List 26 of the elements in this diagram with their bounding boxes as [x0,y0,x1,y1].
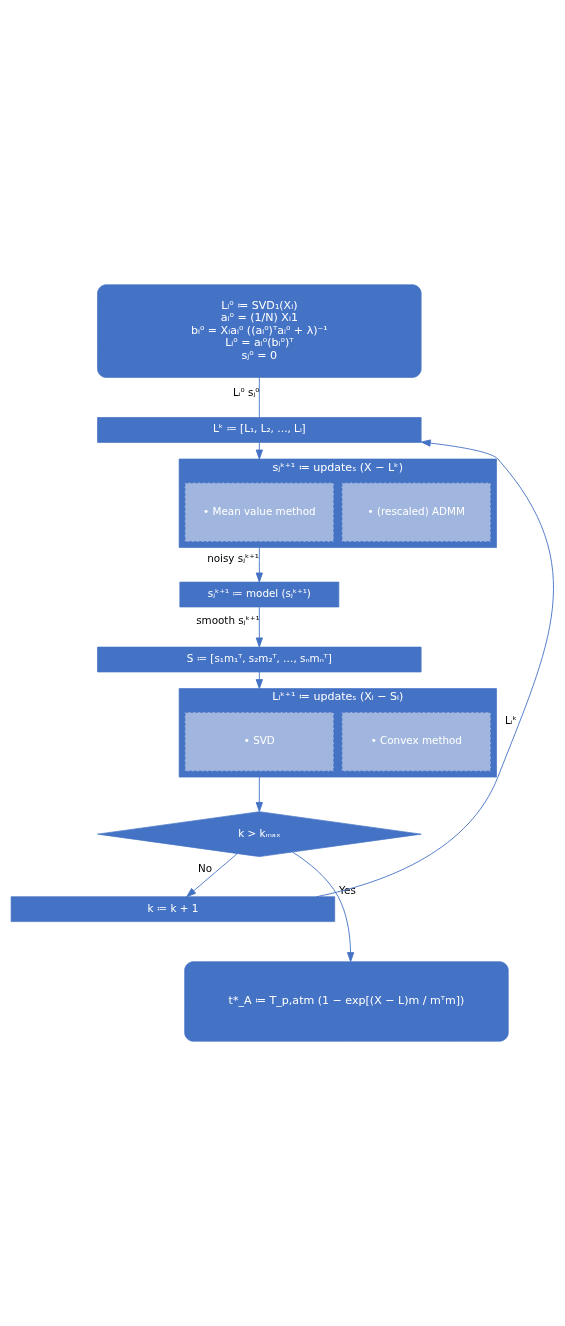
node-box: • Mean value method [183,481,335,543]
edge-label: Lᵢᵏ [504,714,517,727]
arrow [255,671,263,690]
edge-label: No [197,861,212,874]
node-box: Lᵢ⁰ ≔ SVD₁(Xᵢ) aᵢ⁰ = (1/N) Xᵢ1 bᵢ⁰ = Xᵢaᵢ⁰ ((aᵢ⁰)ᵀaᵢ⁰ + λ)⁻¹ Lᵢ⁰ = aᵢ⁰(bᵢ⁰)ᵀ sⱼ⁰ = 0 [97,284,422,378]
node-diamond: k > kₘₐₓ [97,811,422,857]
edge-label: Yes [339,884,356,897]
arrow [255,606,263,648]
node-box: sⱼᵏ⁺¹ ≔ model (sⱼᵏ⁺¹) [179,581,340,608]
arrow [255,547,263,583]
node-box: k ≔ k + 1 [10,896,336,922]
arrow [255,776,263,812]
node-box: • Convex method [340,711,492,773]
node-box: • (rescaled) ADMM [340,481,492,543]
arrow [316,439,554,898]
node-box: • SVD [183,711,335,773]
arrow [255,442,263,460]
edge-label: noisy sⱼᵏ⁺¹ [207,551,259,564]
node-box: t*_A ≔ T_p,atm (1 − exp[(X − L)m / mᵀm]) [184,961,509,1042]
edge-label: Lᵢ⁰ sⱼ⁰ [232,385,260,398]
connector [258,377,260,418]
node-box: Lᵏ ≔ [L₁, L₂, …, Lₗ] [97,417,422,443]
edge-label: smooth sⱼᵏ⁺¹ [196,613,260,626]
arrow [292,851,355,963]
node-box: S ≔ [s₁m₁ᵀ, s₂m₂ᵀ, …, sₙmₙᵀ] [97,646,422,673]
arrow [186,853,238,898]
